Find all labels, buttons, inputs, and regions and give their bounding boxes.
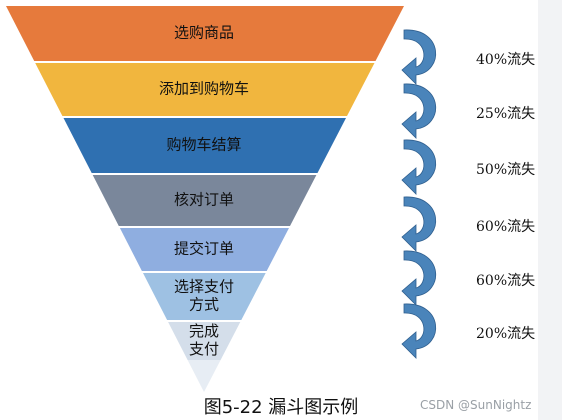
funnel-layer-6 xyxy=(143,273,266,320)
funnel-layer-label: 添加到购物车 xyxy=(159,80,249,98)
loss-rate-label: 50%流失 xyxy=(476,162,535,178)
loss-arrow-icon xyxy=(401,250,437,306)
loss-arrow-icon xyxy=(401,29,437,85)
funnel-layer-label: 购物车结算 xyxy=(166,136,241,154)
funnel-layer-label: 选购商品 xyxy=(174,24,234,42)
funnel-layer-7 xyxy=(168,322,241,360)
watermark: CSDN @SunNightz xyxy=(420,398,532,412)
funnel-layer-1 xyxy=(6,6,404,61)
funnel-layer-label: 选择支付 xyxy=(174,278,234,296)
funnel-layer-2 xyxy=(35,63,375,116)
funnel-layer-label: 核对订单 xyxy=(174,191,234,209)
funnel-layer-label: 完成 xyxy=(189,322,219,340)
loss-rate-label: 40%流失 xyxy=(476,52,535,68)
loss-arrow-icon xyxy=(401,303,437,359)
loss-arrow-icon xyxy=(401,139,437,195)
loss-arrow-icon xyxy=(401,83,437,139)
funnel-layer-4 xyxy=(92,175,317,226)
loss-rate-label: 60%流失 xyxy=(476,219,535,235)
loss-rate-label: 60%流失 xyxy=(476,273,535,289)
funnel-layer-label: 方式 xyxy=(189,296,219,314)
loss-rate-label: 20%流失 xyxy=(476,326,535,342)
funnel-layer-5 xyxy=(119,228,290,271)
figure-caption: 图5-22 漏斗图示例 xyxy=(203,397,359,418)
loss-arrow-icon xyxy=(401,196,437,252)
funnel-layer-3 xyxy=(63,118,346,173)
funnel-layer-label: 提交订单 xyxy=(174,240,234,258)
funnel-tip xyxy=(187,360,221,392)
funnel-layer-label: 支付 xyxy=(189,340,219,358)
right-margin-strip xyxy=(538,0,562,420)
loss-rate-label: 25%流失 xyxy=(476,106,535,122)
